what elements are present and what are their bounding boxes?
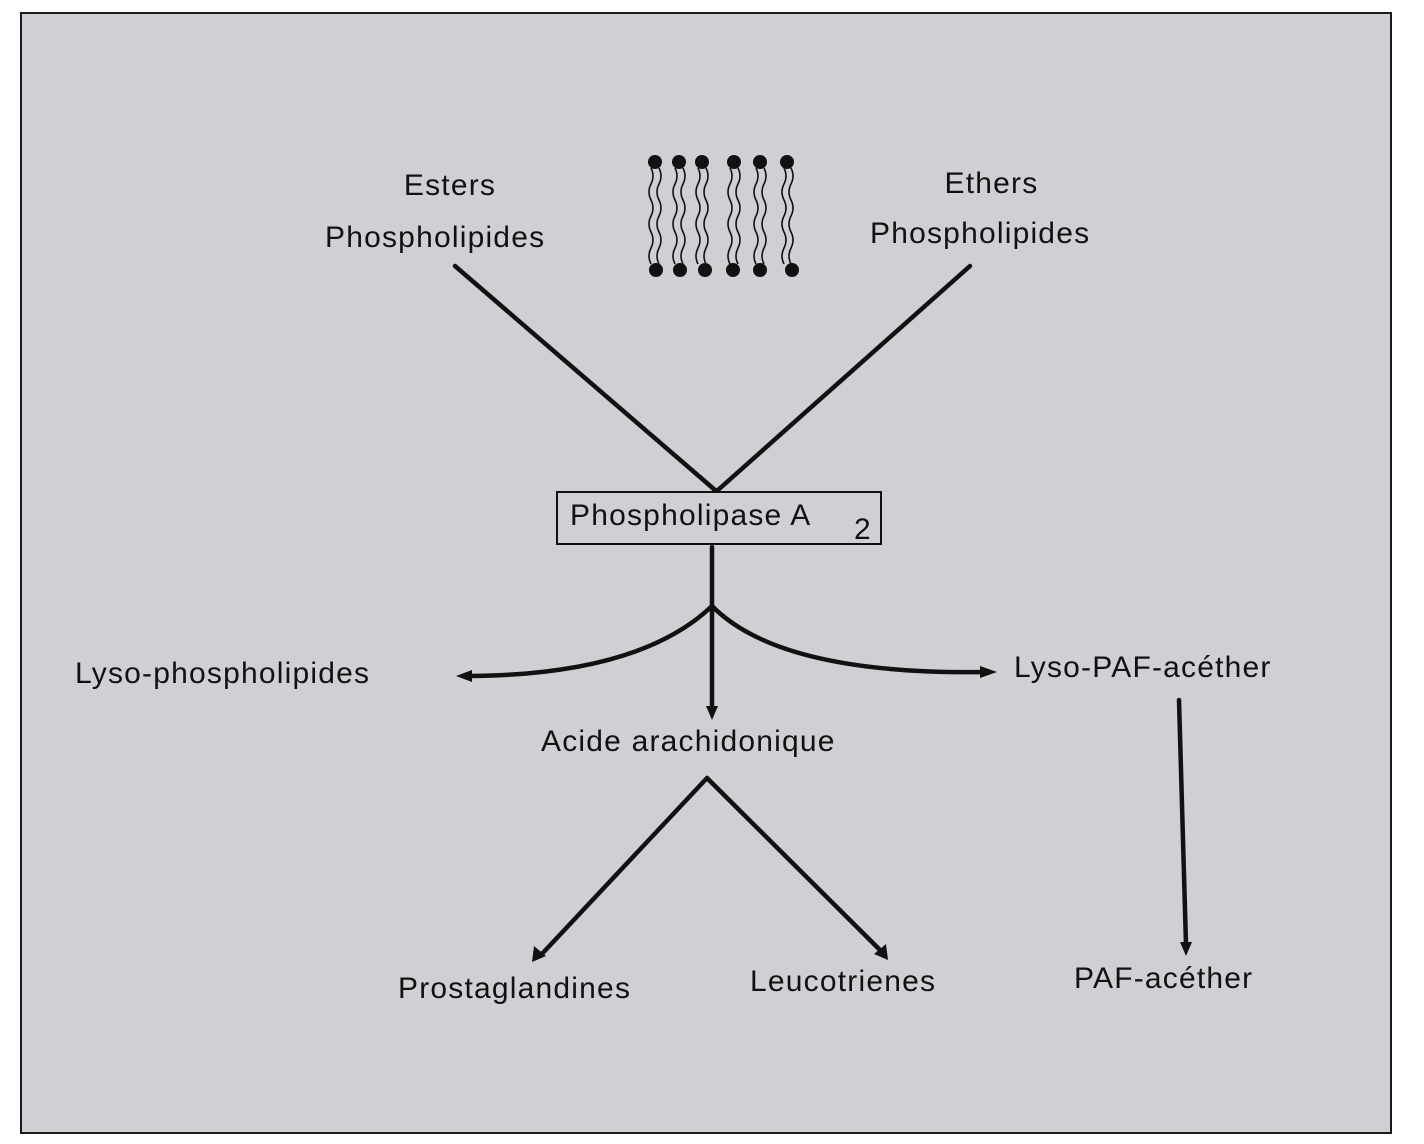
esters-line1: Esters xyxy=(403,169,497,202)
arrowhead-prostaglandines xyxy=(532,946,546,962)
prostaglandines-label: Prostaglandines xyxy=(398,972,632,1005)
ethers-line2: Phospholipides xyxy=(870,217,1091,250)
arrow-lyso-paf xyxy=(709,603,988,675)
lyso-paf-acether-label: Lyso-PAF-acéther xyxy=(1014,651,1272,684)
arrowhead-leucotrienes xyxy=(874,944,888,960)
ethers-line1: Ethers xyxy=(944,167,1039,200)
arrowhead-paf xyxy=(1180,942,1192,956)
arrowhead-acide xyxy=(706,706,718,720)
acide-arachidonique-label: Acide arachidonique xyxy=(541,725,836,758)
phospholipase-a2-box: Phospholipase A 2 xyxy=(556,491,882,546)
arrow-prostaglandines xyxy=(537,775,710,959)
arrow-leucotrienes xyxy=(704,775,883,953)
arrowhead-lyso-phospholipides xyxy=(456,670,472,682)
lyso-phospholipides-label: Lyso-phospholipides xyxy=(75,657,371,690)
phospholipase-a2-subscript: 2 xyxy=(854,513,871,546)
arrow-paf xyxy=(1176,697,1189,948)
esters-line2: Phospholipides xyxy=(325,221,546,254)
link-ethers-enzyme xyxy=(715,263,973,493)
phospholipase-a2-label: Phospholipase A xyxy=(570,499,812,532)
arrow-lyso-phospholipides xyxy=(465,603,715,679)
link-esters-enzyme xyxy=(452,263,718,493)
paf-acether-label: PAF-acéther xyxy=(1074,962,1254,995)
arrowhead-lyso-paf xyxy=(980,666,997,678)
leucotrienes-label: Leucotrienes xyxy=(750,965,937,998)
lipid-bilayer-icon xyxy=(648,155,799,277)
